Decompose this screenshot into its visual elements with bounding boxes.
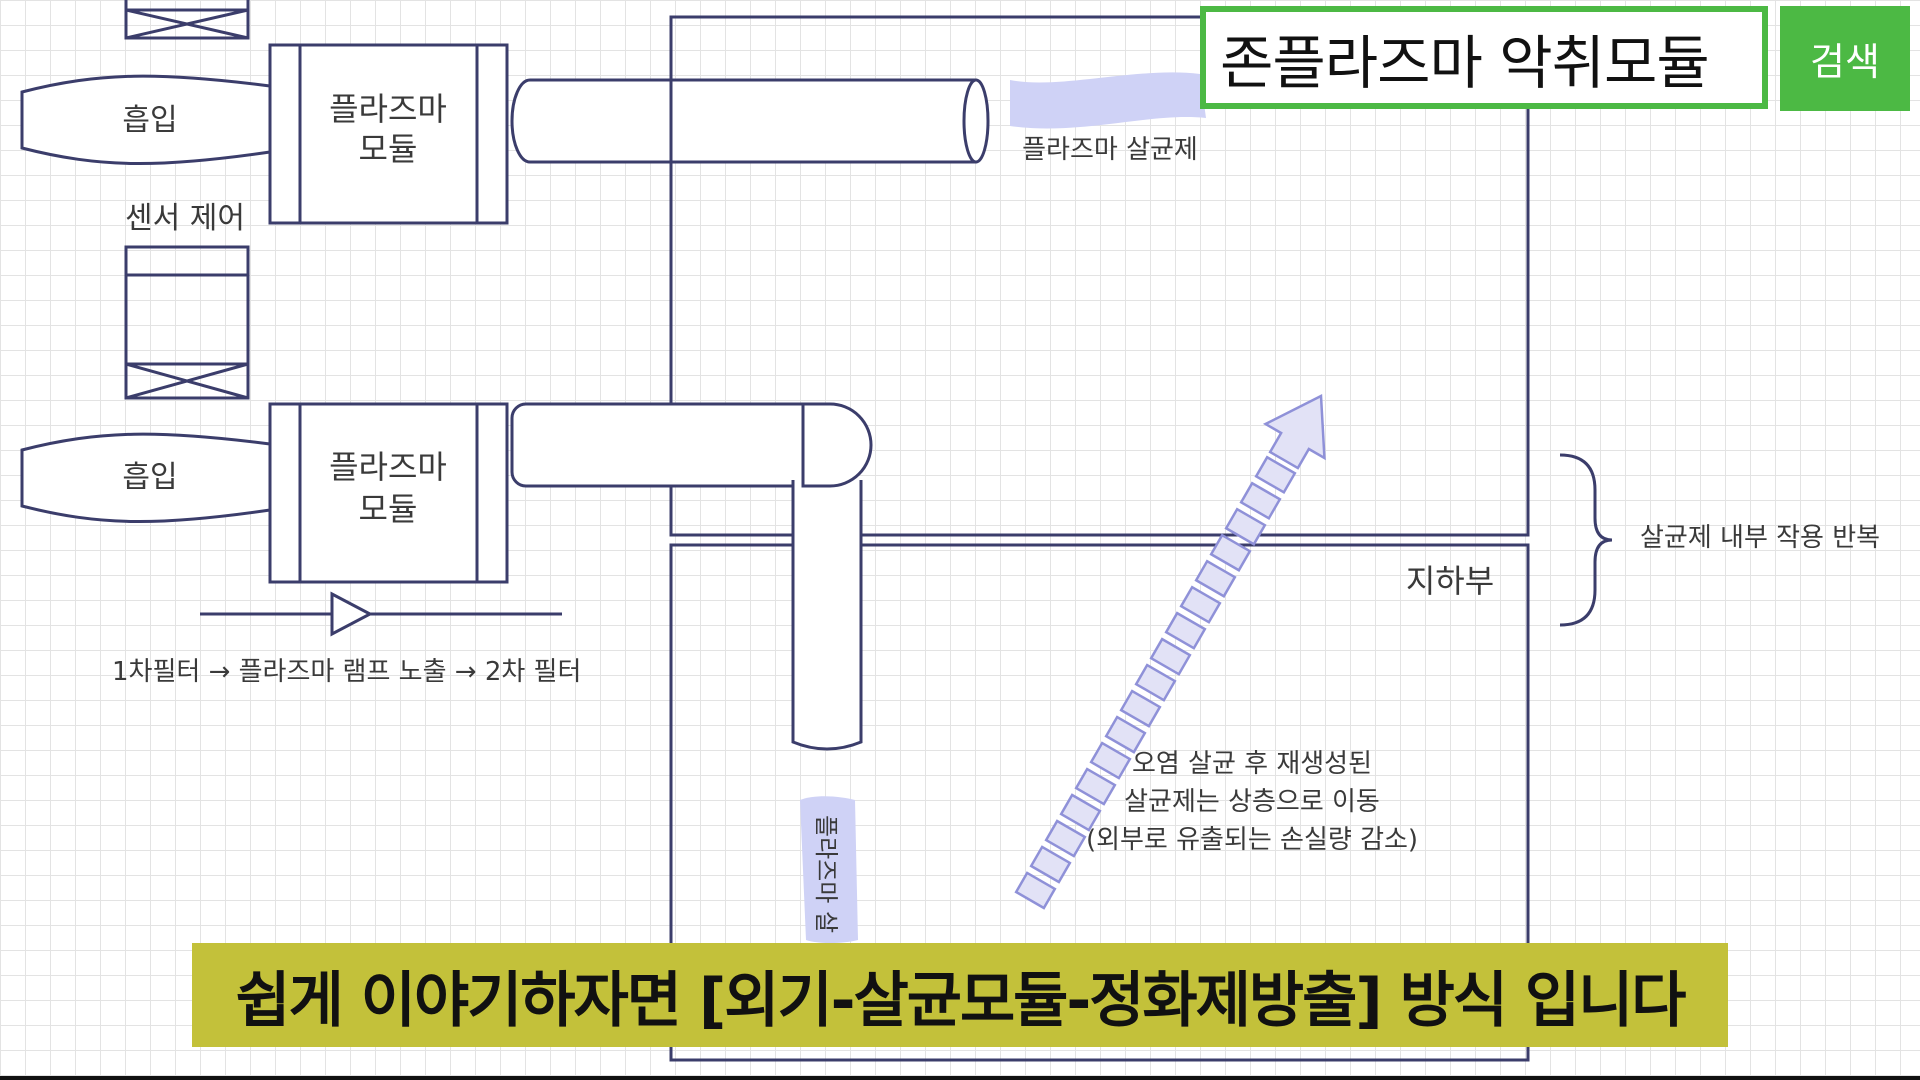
cycle-label: 살균제 내부 작용 반복 [1640, 523, 1880, 553]
plasma-module-top [268, 43, 509, 225]
subtitle-caption: 쉽게 이야기하자면 [외기-살균모듈-정화제방출] 방식 입니다 [192, 943, 1728, 1047]
regen-note-line1: 오염 살균 후 재생성된 [1132, 749, 1372, 779]
inlet-top-label: 흡입 [122, 103, 177, 138]
search-bar[interactable]: 존플라즈마 악취모듈 [1200, 6, 1768, 109]
filter-box-top [124, 0, 250, 40]
regen-note-line2: 살균제는 상층으로 이동 [1124, 787, 1380, 817]
pipe-top [510, 78, 990, 164]
module-bottom-label-line2: 모듈 [359, 490, 418, 528]
underground-label: 지하부 [1406, 562, 1494, 600]
vertical-disinfectant-label: 플라즈마 살 [812, 815, 840, 933]
lower-chamber [669, 543, 1530, 1062]
inlet-bottom-label: 흡입 [122, 460, 177, 495]
subtitle-text: 쉽게 이야기하자면 [외기-살균모듈-정화제방출] 방식 입니다 [235, 965, 1686, 1036]
regeneration-arrow [1014, 393, 1326, 910]
module-top-label-line2: 모듈 [359, 130, 418, 168]
filter-flow-arrow [200, 591, 562, 637]
module-top-label-line1: 플라즈마 [329, 90, 447, 128]
module-bottom-label-line1: 플라즈마 [329, 448, 447, 486]
filter-flow-label: 1차필터 → 플라즈마 램프 노출 → 2차 필터 [112, 657, 581, 687]
disinfectant-wave [1010, 72, 1206, 129]
upper-chamber [669, 15, 1530, 537]
search-button[interactable]: 검색 [1780, 6, 1910, 111]
cycle-brace [1559, 453, 1613, 627]
pipe-elbow [801, 402, 873, 488]
pipe-bottom [510, 402, 822, 488]
filter-box-middle [124, 245, 250, 400]
disinfectant-label: 플라즈마 살균제 [1022, 135, 1198, 165]
pipe-vertical [791, 480, 863, 751]
vertical-disinfectant-wave [800, 796, 858, 943]
search-query[interactable]: 존플라즈마 악취모듈 [1220, 28, 1710, 97]
sensor-label: 센서 제어 [125, 201, 245, 236]
bottom-border [0, 1076, 1920, 1080]
plasma-module-bottom [268, 402, 509, 584]
regen-note-line3: (외부로 유출되는 손실량 감소) [1086, 825, 1418, 855]
